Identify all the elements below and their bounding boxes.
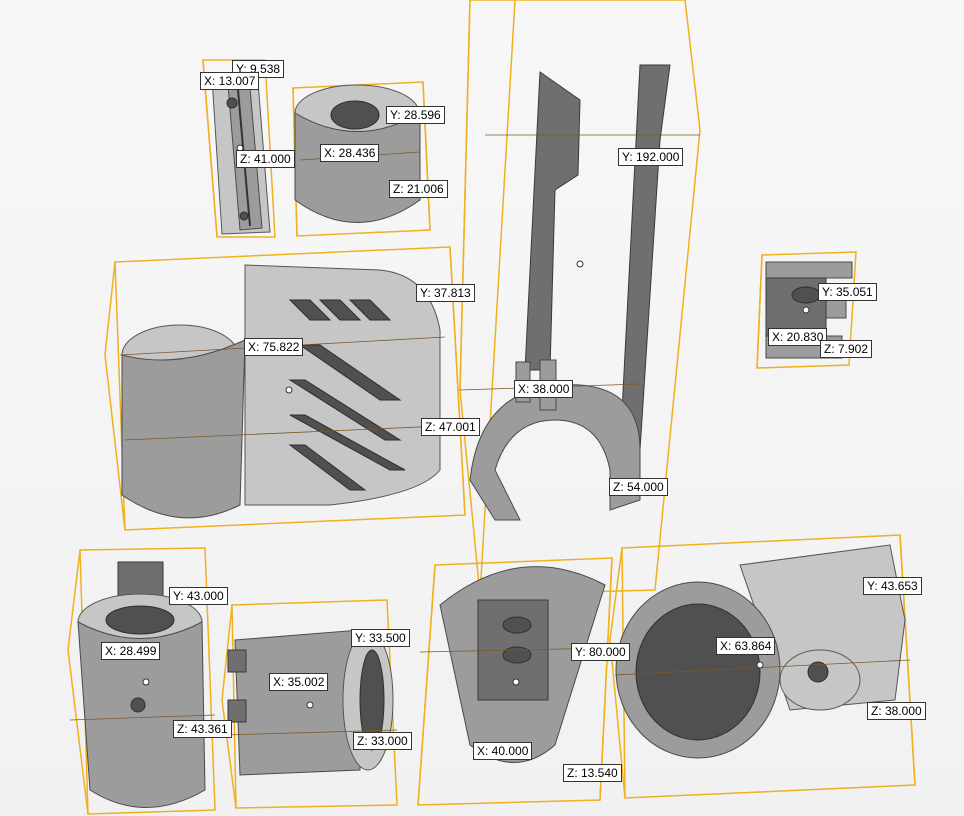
part-long-bracket[interactable] xyxy=(459,0,701,596)
bounding-box xyxy=(756,251,857,369)
dim-label-y: Y: 192.000 xyxy=(618,148,684,166)
dim-label-y: Y: 28.596 xyxy=(386,106,445,124)
dim-label-z: Z: 7.902 xyxy=(820,340,873,358)
bounding-box xyxy=(609,534,916,799)
part-cone-pcb-holder[interactable] xyxy=(417,557,613,806)
dim-label-y: Y: 33.500 xyxy=(351,629,410,647)
part-knob-cylinder[interactable] xyxy=(292,81,431,237)
dim-label-x: X: 40.000 xyxy=(473,742,533,760)
dim-label-x: X: 28.499 xyxy=(101,642,161,660)
dim-label-z: Z: 47.001 xyxy=(421,418,480,436)
dim-label-x: X: 75.822 xyxy=(244,338,304,356)
part-small-clip[interactable] xyxy=(756,251,857,369)
part-tube-mount[interactable] xyxy=(67,547,216,815)
part-vented-clamp[interactable] xyxy=(104,246,466,531)
dim-label-z: Z: 33.000 xyxy=(353,732,412,750)
dim-label-z: Z: 54.000 xyxy=(609,478,668,496)
dim-label-x: X: 35.002 xyxy=(269,673,329,691)
dim-label-z: Z: 43.361 xyxy=(173,720,232,738)
part-elbow-housing[interactable] xyxy=(609,534,916,799)
dim-label-x: X: 38.000 xyxy=(514,380,574,398)
bounding-box xyxy=(221,599,398,809)
dim-label-z: Z: 38.000 xyxy=(867,702,926,720)
dim-label-z: Z: 13.540 xyxy=(563,764,622,782)
bounding-box xyxy=(417,557,613,806)
dim-label-y: Y: 35.051 xyxy=(818,283,877,301)
dim-label-z: Z: 41.000 xyxy=(236,150,295,168)
dim-label-y: Y: 80.000 xyxy=(571,643,630,661)
dim-label-x: X: 13.007 xyxy=(200,72,260,90)
dim-label-y: Y: 37.813 xyxy=(416,284,475,302)
dim-label-x: X: 20.830 xyxy=(768,328,828,346)
dim-label-x: X: 63.864 xyxy=(716,637,776,655)
dim-label-x: X: 28.436 xyxy=(320,144,380,162)
dim-label-z: Z: 21.006 xyxy=(389,180,448,198)
dim-label-y: Y: 43.000 xyxy=(169,587,228,605)
dim-label-y: Y: 43.653 xyxy=(863,577,922,595)
